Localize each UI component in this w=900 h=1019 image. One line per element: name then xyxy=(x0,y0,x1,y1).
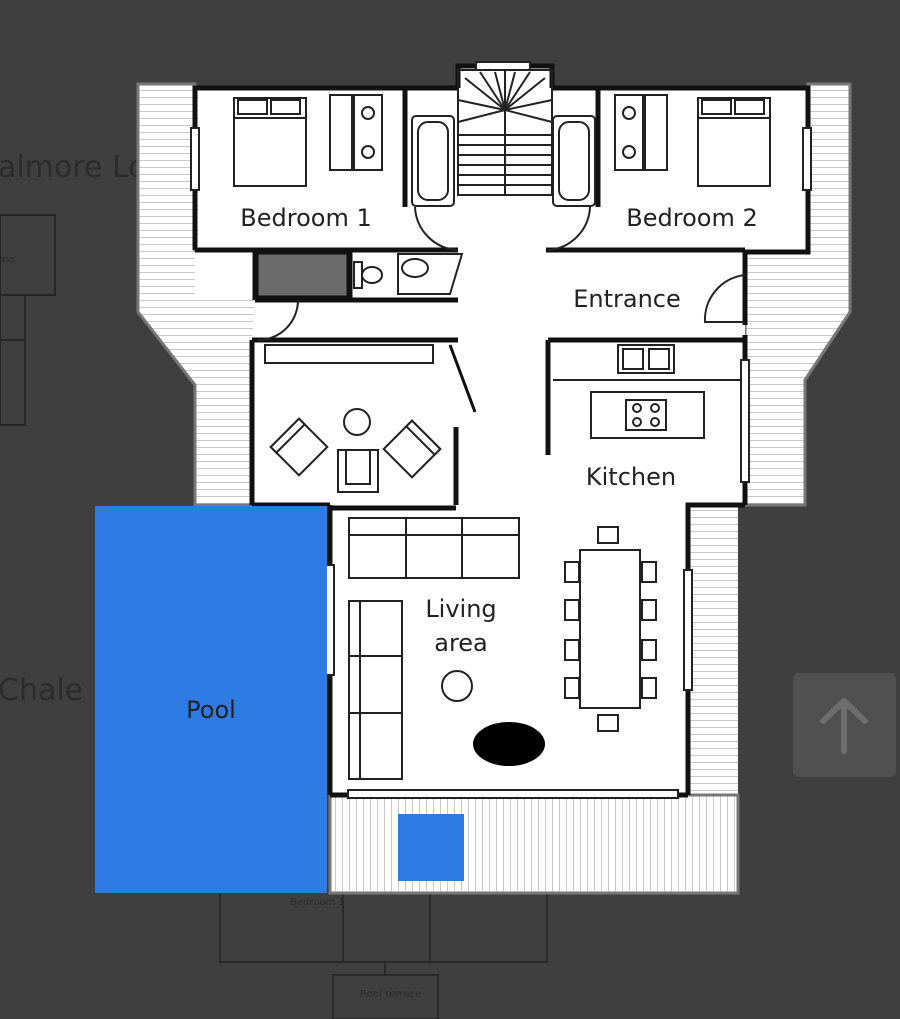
bathroom-1-vanity xyxy=(329,94,383,171)
terrace-right-lower xyxy=(690,505,738,800)
door-bedroom-2 xyxy=(547,206,591,251)
scroll-to-top-button[interactable] xyxy=(793,673,896,777)
storage-closet xyxy=(255,251,350,299)
kitchen-units xyxy=(553,344,741,439)
pool xyxy=(95,506,327,893)
background-mini-plan xyxy=(0,214,56,426)
hot-tub xyxy=(398,814,464,881)
bed-1 xyxy=(233,97,307,187)
label-entrance: Entrance xyxy=(573,285,681,313)
background-lower-plan xyxy=(219,889,548,1019)
background-mini-label: ass xyxy=(0,255,15,265)
wc-basin xyxy=(397,253,464,295)
staircase xyxy=(457,69,553,196)
door-bedroom-1 xyxy=(414,206,459,251)
label-pool: Pool xyxy=(186,696,236,724)
arrow-up-icon xyxy=(820,698,868,754)
bathtub-1 xyxy=(411,115,455,207)
toilet xyxy=(353,261,383,289)
bathroom-2-vanity xyxy=(614,94,668,171)
side-table xyxy=(441,670,473,702)
label-bedroom-2: Bedroom 2 xyxy=(626,204,757,232)
study-door xyxy=(448,344,477,413)
sofa-left xyxy=(348,600,403,780)
bathtub-2 xyxy=(552,115,596,207)
terrace-bottom xyxy=(328,793,740,895)
background-lower-bedroom: Bedroom 1 xyxy=(290,897,345,908)
interior-walls xyxy=(195,88,745,511)
sofa-top xyxy=(348,517,520,579)
windows xyxy=(190,61,812,799)
background-title-top: almore Lo xyxy=(0,150,147,185)
study-lounge xyxy=(264,344,442,493)
rug-ottoman xyxy=(473,722,545,766)
door-entrance xyxy=(703,274,746,323)
door-wc xyxy=(257,299,299,341)
bed-2 xyxy=(697,97,771,187)
label-kitchen: Kitchen xyxy=(586,463,676,491)
label-living-line2: area xyxy=(434,629,488,657)
background-title-mid: Chale xyxy=(0,673,83,708)
background-lower-terrace: Roof terrace xyxy=(360,989,421,1000)
label-bedroom-1: Bedroom 1 xyxy=(240,204,371,232)
label-living-line1: Living xyxy=(425,595,496,623)
dining-table xyxy=(564,526,657,732)
entrance-deck-strip xyxy=(195,300,255,340)
